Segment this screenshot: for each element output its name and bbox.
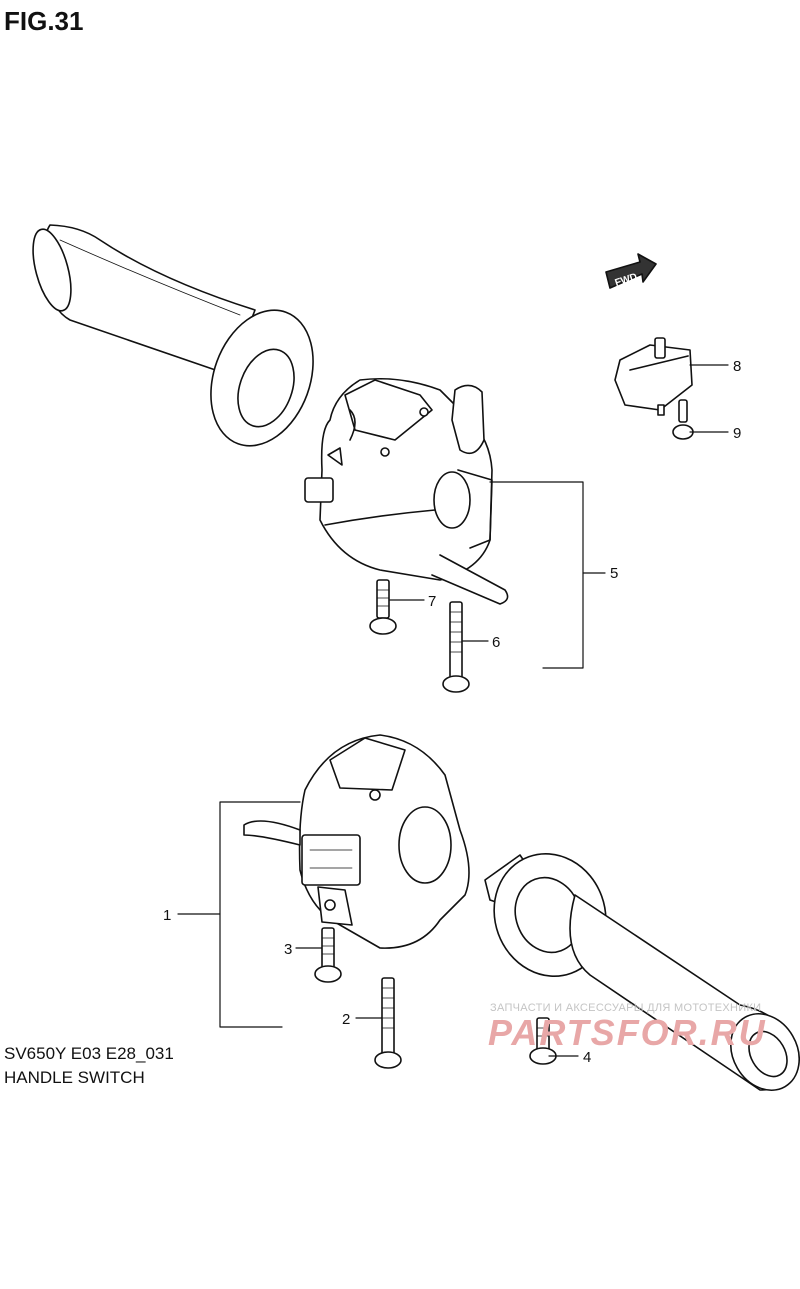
callout-3: 3	[284, 941, 292, 958]
left-switch-housing	[304, 377, 509, 605]
right-switch-housing	[243, 734, 470, 949]
callout-8: 8	[733, 358, 741, 375]
screw-9	[672, 399, 694, 440]
screw-4	[529, 1017, 557, 1065]
screw-2	[374, 977, 402, 1069]
figure-name: HANDLE SWITCH	[4, 1068, 145, 1087]
right-throttle-grip	[484, 852, 800, 1091]
figure-title: FIG.31	[4, 6, 84, 36]
figure-code: SV650Y E03 E28_031	[4, 1044, 174, 1063]
left-grip	[32, 224, 314, 447]
watermark-logo: PARTSFOR.RU	[488, 1012, 767, 1053]
callout-4: 4	[583, 1049, 591, 1066]
screw-7	[369, 579, 397, 635]
callout-2: 2	[342, 1011, 350, 1028]
screw-3	[314, 927, 342, 983]
leader-lines	[177, 364, 729, 1057]
fwd-arrow-icon	[605, 253, 657, 289]
callout-9: 9	[733, 425, 741, 442]
watermark-subtitle: ЗАПЧАСТИ И АКСЕССУАРЫ ДЛЯ МОТОТЕХНИКИ	[490, 1002, 762, 1014]
callout-7: 7	[428, 593, 436, 610]
callout-6: 6	[492, 634, 500, 651]
screw-6	[442, 601, 470, 693]
callout-5: 5	[610, 565, 618, 582]
switch-block-8	[614, 337, 693, 416]
callout-1: 1	[163, 907, 171, 924]
